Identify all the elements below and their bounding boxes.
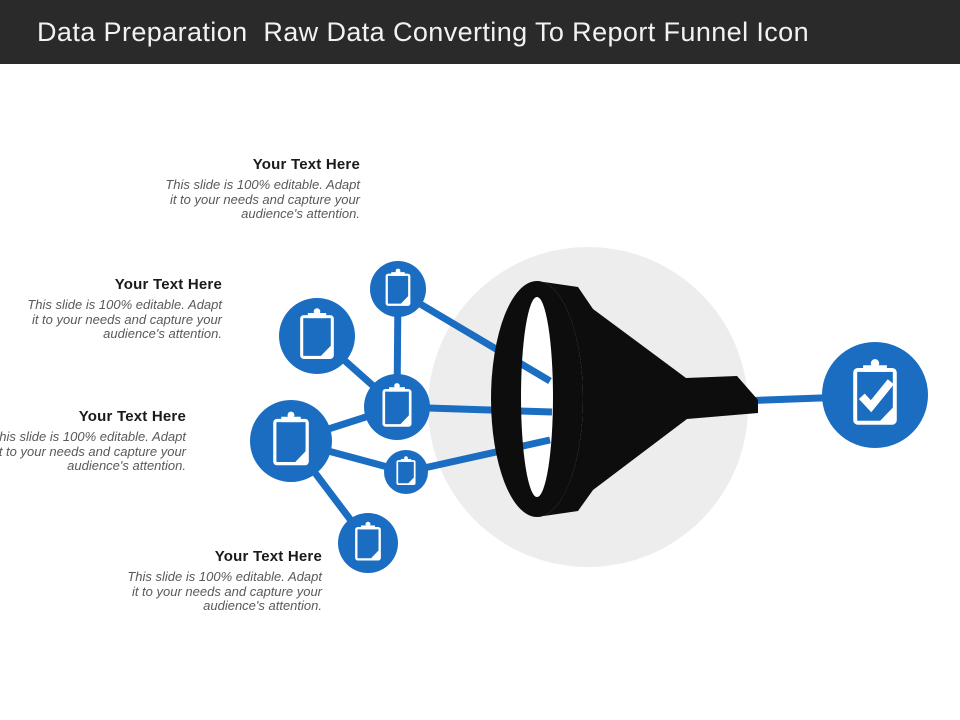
node-circle — [250, 400, 332, 482]
data-node-small — [384, 450, 428, 494]
checklist-icon — [853, 357, 897, 425]
data-node-top — [370, 261, 426, 317]
node-circle — [364, 374, 430, 440]
data-node-middle — [364, 374, 430, 440]
node-circle — [822, 342, 928, 448]
connector-line — [405, 436, 551, 476]
text-block-body: This slide is 100% editable. Adapt it to… — [165, 177, 360, 222]
node-circle — [370, 261, 426, 317]
report-node — [822, 342, 928, 448]
funnel-icon — [491, 281, 758, 517]
text-block-heading: Your Text Here — [252, 156, 360, 173]
node-circle — [338, 513, 398, 573]
text-block-body: This slide is 100% editable. Adapt it to… — [0, 429, 186, 474]
text-block-body: This slide is 100% editable. Adapt it to… — [27, 297, 222, 342]
text-block-body: This slide is 100% editable. Adapt it to… — [127, 569, 322, 614]
funnel-mouth — [521, 297, 553, 497]
text-block-3: Your Text Here This slide is 100% editab… — [0, 408, 186, 474]
text-block-heading: Your Text Here — [214, 548, 322, 565]
text-block-1: Your Text Here This slide is 100% editab… — [160, 156, 360, 222]
connector-line — [398, 288, 552, 385]
data-node-lower-left — [250, 400, 332, 482]
funnel-cone — [537, 281, 758, 517]
data-node-bottom — [338, 513, 398, 573]
text-block-2: Your Text Here This slide is 100% editab… — [22, 276, 222, 342]
node-circle — [384, 450, 428, 494]
title-bar: Data Preparation Raw Data Converting To … — [0, 0, 960, 64]
text-block-heading: Your Text Here — [78, 408, 186, 425]
funnel-rim — [491, 281, 583, 517]
text-block-heading: Your Text Here — [114, 276, 222, 293]
page-title: Data Preparation Raw Data Converting To … — [37, 16, 810, 47]
node-circle — [279, 298, 355, 374]
text-block-4: Your Text Here This slide is 100% editab… — [122, 548, 322, 614]
data-node-upper-left — [279, 298, 355, 374]
